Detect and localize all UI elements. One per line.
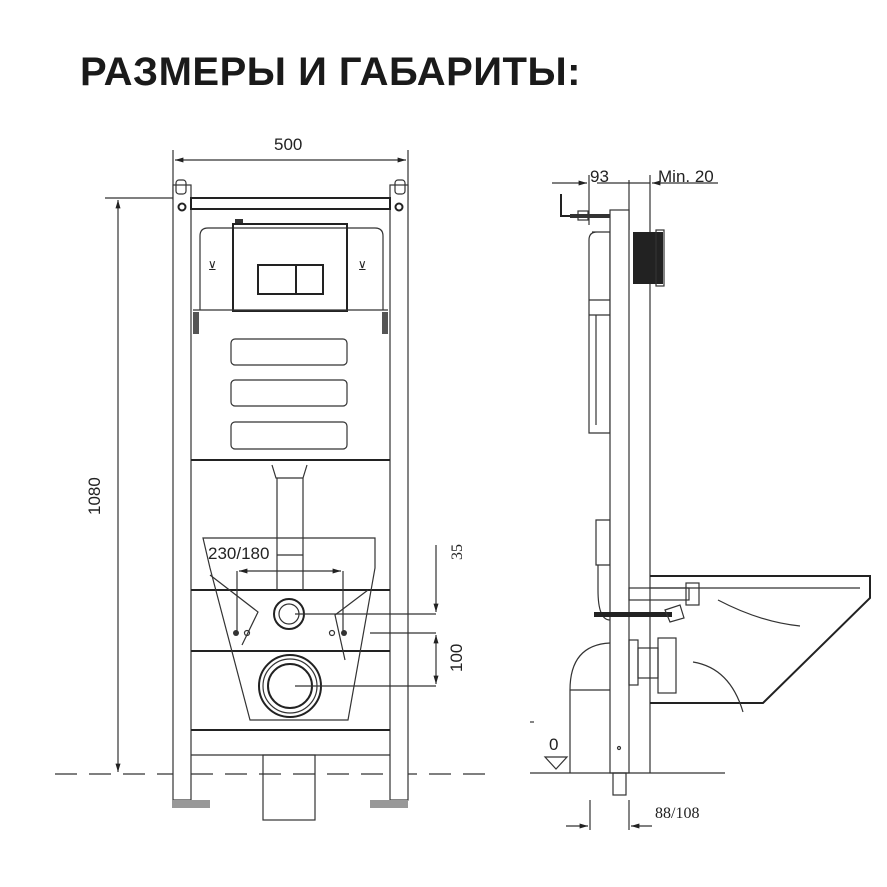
depth-dimension: 93 Min. 20	[552, 167, 718, 230]
drain-elbow	[569, 642, 611, 773]
service-panels	[230, 338, 348, 450]
drain-pipe	[262, 754, 316, 821]
side-view: 93 Min. 20	[530, 167, 871, 830]
flush-panel-side	[633, 229, 665, 287]
fixing-distance-label: 230/180	[208, 544, 269, 563]
fixing-rod	[594, 612, 672, 617]
frame-post	[609, 209, 630, 774]
drain-connector	[628, 637, 677, 694]
leg-label: 88/108	[655, 805, 699, 822]
height-dimension: 1080	[85, 197, 178, 772]
width-dimension: 500	[172, 135, 409, 200]
level-mark-icon: ⊻	[208, 259, 217, 273]
front-view: 500 1080	[55, 135, 495, 821]
cistern-side	[588, 231, 611, 621]
flush-buttons	[257, 264, 324, 295]
wall-bracket	[560, 194, 610, 221]
width-label: 500	[274, 135, 302, 154]
level-mark-icon: ⊻	[358, 259, 367, 273]
height-label: 1080	[85, 477, 104, 515]
height-offset-dimensions: 35 100	[295, 544, 466, 687]
wall-label: Min. 20	[658, 167, 714, 186]
toilet-bowl	[650, 575, 871, 704]
offset-bottom-label: 100	[447, 644, 466, 672]
flush-connector	[628, 582, 700, 606]
leg-dimension: 88/108	[566, 800, 699, 830]
floor-level-label: 0	[549, 735, 558, 754]
frame	[172, 179, 409, 808]
offset-top-label: 35	[449, 544, 466, 560]
floor-level-icon	[543, 756, 569, 770]
page-title: РАЗМЕРЫ И ГАБАРИТЫ:	[80, 50, 581, 94]
frame-leg	[612, 772, 627, 796]
cistern-front: ⊻ ⊻	[193, 219, 388, 334]
depth-label: 93	[590, 167, 609, 186]
